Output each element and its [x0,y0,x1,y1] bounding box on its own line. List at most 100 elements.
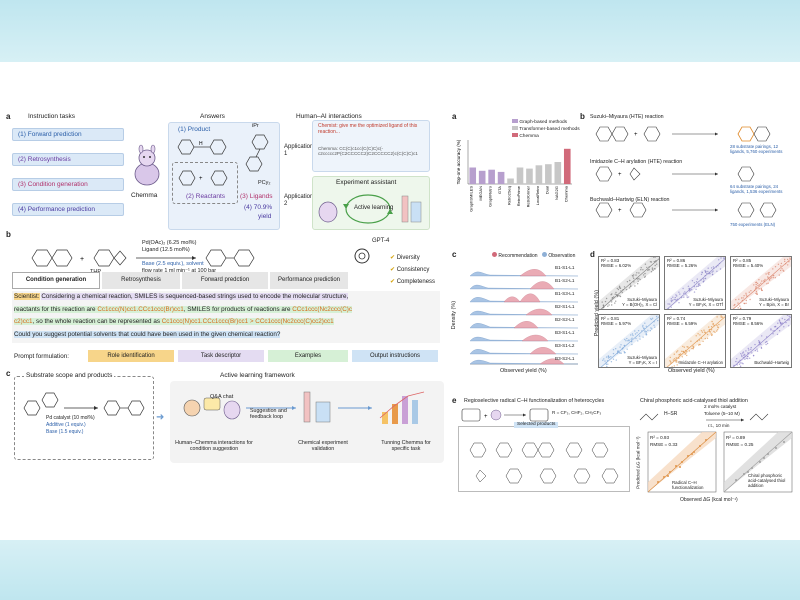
base-condition: Base (2.5 equiv.), solvent [142,261,204,267]
answer-yield-word: yield [258,213,272,220]
pd-catalyst-condition: Pd catalyst (10 mol%) [46,415,95,421]
legend-swatch [512,133,518,137]
active-learning-cycle-icon [318,194,422,224]
application-2-label: Application 2 [284,194,314,207]
tuning-chemma-label: Tunning Chemma for specific task [381,440,431,453]
radical-reaction-icon: + [461,408,549,422]
task-retrosynthesis: (2) Retrosynthesis [12,153,124,166]
prompt-line-1: Scientist: Considering a chemical reacti… [14,293,349,300]
answers-title: Answers [200,113,225,120]
panel-letter: c [6,369,11,378]
parity-rmse: RMSE = 8.56% [733,321,764,327]
parity-cond: Y = Bpin, X = Br [759,301,789,307]
prompt-line-2: reactants for this reaction are Cc1ccc(N… [14,306,353,314]
category-tick-label: GraphRetro [488,185,493,207]
ligand-structure-icon [245,134,269,172]
buchwald-experiment-count: 750 experiments (ELN) [730,222,776,227]
parity-name: Buchwald–Hartwig [754,359,789,365]
imidazole-title: Imidazole C–H arylation (HTE) reaction [590,159,683,165]
svg-text:H: H [199,141,203,147]
parity-scatter [731,257,791,309]
parity-y-label: Predicted yield (%) [593,290,600,337]
category-tick-label: Retro2Seq [507,186,512,205]
svg-text:+: + [634,132,638,138]
category-tick-label: NAG2G [554,186,559,200]
ridge-row-label: B1-S1-L1 [555,265,575,270]
qa-chat-label: Q&A chat [210,394,234,400]
ipr-label: iPr [252,123,259,129]
prompt-line-3: c2)cc1, so the whole reaction can be rep… [14,318,334,326]
ridge-row-label: B1-S2-L1 [555,278,575,283]
framework-flow-icon [183,391,425,424]
human-ai-title: Human–AI interactions [296,113,362,120]
ridge-row-label: B3-S2-L1 [555,356,575,361]
chemma-llama-icon [134,144,160,186]
thiol-r2: R² = 0.89 [726,435,746,440]
human-chemma-label: Human–Chemma interactions for condition … [175,440,253,453]
ridge-row-label: B3-S1-L2 [555,343,575,348]
suzuki-title: Suzuki–Miyaura (HTE) reaction [590,114,664,120]
parity-rmse: RMSE = 5.97% [601,321,632,327]
delta-g-x-label: Observed ΔG (kcal mol⁻¹) [680,497,738,503]
thiol-plot-name: Chiral phosphoric acid-catalysed thiol a… [748,473,786,489]
legend-swatch [492,252,497,257]
svg-text:+: + [484,414,488,420]
parity-scatter [665,257,725,309]
reaction-scheme-icon: + [31,249,255,267]
parity-scatter [599,315,659,367]
parity-r2: R² = 0.74 [667,316,686,321]
category-tick-label: RetroPrime [516,185,521,206]
parity-name: Suzuki–Miyaura [759,296,789,302]
tab-condition-generation: Condition generation [12,272,100,289]
parity-rmse: RMSE = 5.26% [667,263,698,269]
bar [526,168,533,184]
ligand-condition: Ligand (12.5 mol%) [142,247,190,253]
reaction-schemes-icon: + + + [595,126,777,218]
ridge-row-label: B2-S1-L1 [555,304,575,309]
radical-rmse: RMSE = 0.33 [650,442,678,447]
parity-scatter [731,315,791,367]
product-structure-icon: H [177,139,227,155]
check-diversity: ✔ Diversity [390,255,420,261]
chemist-question: Chemist: give me the optimized ligand of… [318,123,418,135]
chemma-label: Chemma [131,192,158,199]
legend-swatch [512,126,518,130]
reactants-dashed-box [172,162,238,204]
panel-letter: a [452,112,457,121]
legend-recommendation: Recommendation [492,252,538,260]
chiral-thiol-title: Chiral phosphoric acid-catalysed thiol a… [640,398,748,404]
buchwald-title: Buchwald–Hartwig (ELN) reaction [590,197,670,203]
pcy2-label: PCy₂ [258,180,271,186]
ridge-row-label: B3-S1-L1 [555,330,575,335]
r-group-label: R = CF₃, CHF₂, CH₂CF₃ [552,410,602,415]
parity-caption: Buchwald–Hartwig [754,359,789,365]
application-1-box [312,120,430,172]
panel-letter: e [452,396,457,405]
legend-swatch [512,119,518,123]
instruction-tasks-title: Instruction tasks [28,113,75,120]
figure-page: a Instruction tasks Answers Human–AI int… [0,62,800,540]
check-consistency: ✔ Consistency [390,267,430,273]
category-tick-label: Dual [544,186,549,194]
parity-caption: Imidazole C–H arylation [678,359,723,365]
check-completeness: ✔ Completeness [390,279,436,285]
parity-cond: Y = BF₃K, X = I [628,359,657,365]
active-learning-framework-title: Active learning framework [220,372,295,379]
suggestion-loop-label: Suggestion and feedback loop [250,408,287,421]
parity-r2: R² = 0.86 [667,258,686,263]
bar [554,162,562,184]
tab-performance-prediction: Performance prediction [270,272,348,289]
selected-products-structures-icon [469,442,619,484]
parity-r2: R² = 0.81 [601,316,620,321]
svg-text:+: + [618,208,622,214]
